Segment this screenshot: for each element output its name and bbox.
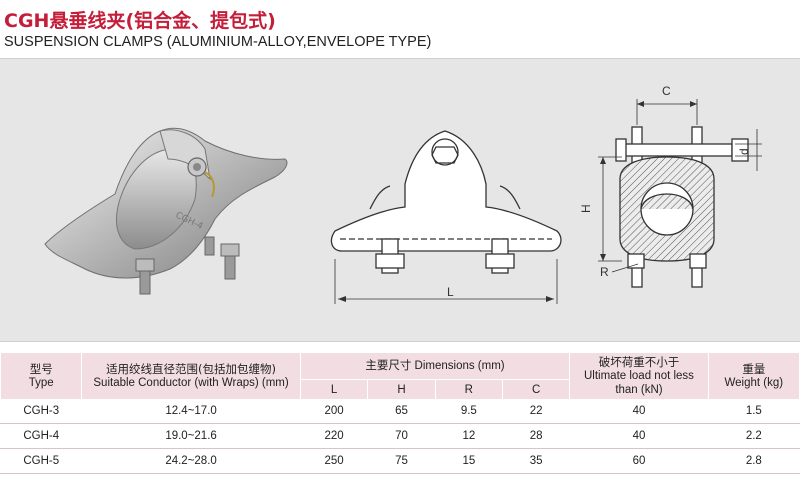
cell-R: 9.5 <box>434 399 504 424</box>
cell-R: 12 <box>434 423 504 449</box>
cell-conductor: 24.2~28.0 <box>81 448 301 474</box>
cell-R: 15 <box>434 448 504 474</box>
page-title-en: SUSPENSION CLAMPS (ALUMINIUM-ALLOY,ENVEL… <box>4 34 432 50</box>
header-load-en: Ultimate load not less than (kN) <box>583 370 694 396</box>
cell-weight: 2.2 <box>707 423 800 449</box>
header-weight-en: Weight (kg) <box>724 377 784 389</box>
header-dimensions: 主要尺寸 Dimensions (mm) <box>299 353 571 380</box>
table-row: CGH-4 19.0~21.6 220 70 12 28 40 2.2 <box>0 423 800 449</box>
cell-type: CGH-5 <box>0 448 83 474</box>
cell-L: 200 <box>299 399 369 424</box>
header-weight: 重量 Weight (kg) <box>707 353 800 399</box>
header-conductor-en: Suitable Conductor (with Wraps) (mm) <box>93 377 289 389</box>
cell-L: 250 <box>299 448 369 474</box>
header-dim-C: C <box>502 379 571 399</box>
clamp-figure: CGH-4 L <box>44 84 762 304</box>
header-type-cn: 型号 <box>29 362 53 376</box>
header-weight-cn: 重量 <box>742 362 766 376</box>
cell-C: 35 <box>502 448 571 474</box>
cell-H: 65 <box>367 399 436 424</box>
side-view-drawing <box>598 99 762 288</box>
table-row: CGH-5 24.2~28.0 250 75 15 35 60 2.8 <box>0 448 800 474</box>
table-row: CGH-3 12.4~17.0 200 65 9.5 22 40 1.5 <box>0 399 800 424</box>
cell-type: CGH-4 <box>0 423 83 449</box>
clamp-photo: CGH-4 <box>44 127 288 295</box>
header-dim-L: L <box>299 379 369 399</box>
cell-load: 60 <box>569 448 709 474</box>
dim-label-L: L <box>447 285 454 299</box>
cell-H: 70 <box>367 423 436 449</box>
cell-H: 75 <box>367 448 436 474</box>
cell-C: 28 <box>502 423 571 449</box>
cell-type: CGH-3 <box>0 399 83 424</box>
table-header-row: 型号 Type 适用绞线直径范围(包括加包缠物) Suitable Conduc… <box>0 353 800 399</box>
cell-weight: 1.5 <box>707 399 800 424</box>
header-load: 破坏荷重不小于 Ultimate load not less than (kN) <box>569 353 709 399</box>
cell-conductor: 12.4~17.0 <box>81 399 301 424</box>
cell-L: 220 <box>299 423 369 449</box>
header-dim-R: R <box>434 379 504 399</box>
table-subheader-row: L H R C <box>1 379 800 399</box>
header-type: 型号 Type <box>0 353 83 399</box>
header-conductor-cn: 适用绞线直径范围(包括加包缠物) <box>106 362 277 376</box>
front-view-drawing <box>330 130 562 304</box>
dim-label-R: R <box>600 265 609 279</box>
cell-load: 40 <box>569 399 709 424</box>
header-load-cn: 破坏荷重不小于 <box>598 355 680 369</box>
dim-label-C: C <box>662 84 671 98</box>
cell-load: 40 <box>569 423 709 449</box>
cell-C: 22 <box>502 399 571 424</box>
cell-weight: 2.8 <box>707 448 800 474</box>
header-type-en: Type <box>28 377 54 389</box>
spec-table: 型号 Type 适用绞线直径范围(包括加包缠物) Suitable Conduc… <box>0 353 800 474</box>
page-title-cn: CGH悬垂线夹(铝合金、提包式) <box>4 10 276 32</box>
figure-panel: CGH-4 L <box>0 58 800 342</box>
dim-label-H: H <box>579 204 593 213</box>
header-dim-H: H <box>367 379 436 399</box>
header-conductor: 适用绞线直径范围(包括加包缠物) Suitable Conductor (wit… <box>81 353 301 399</box>
dim-label-d: d <box>737 148 751 155</box>
cell-conductor: 19.0~21.6 <box>81 423 301 449</box>
